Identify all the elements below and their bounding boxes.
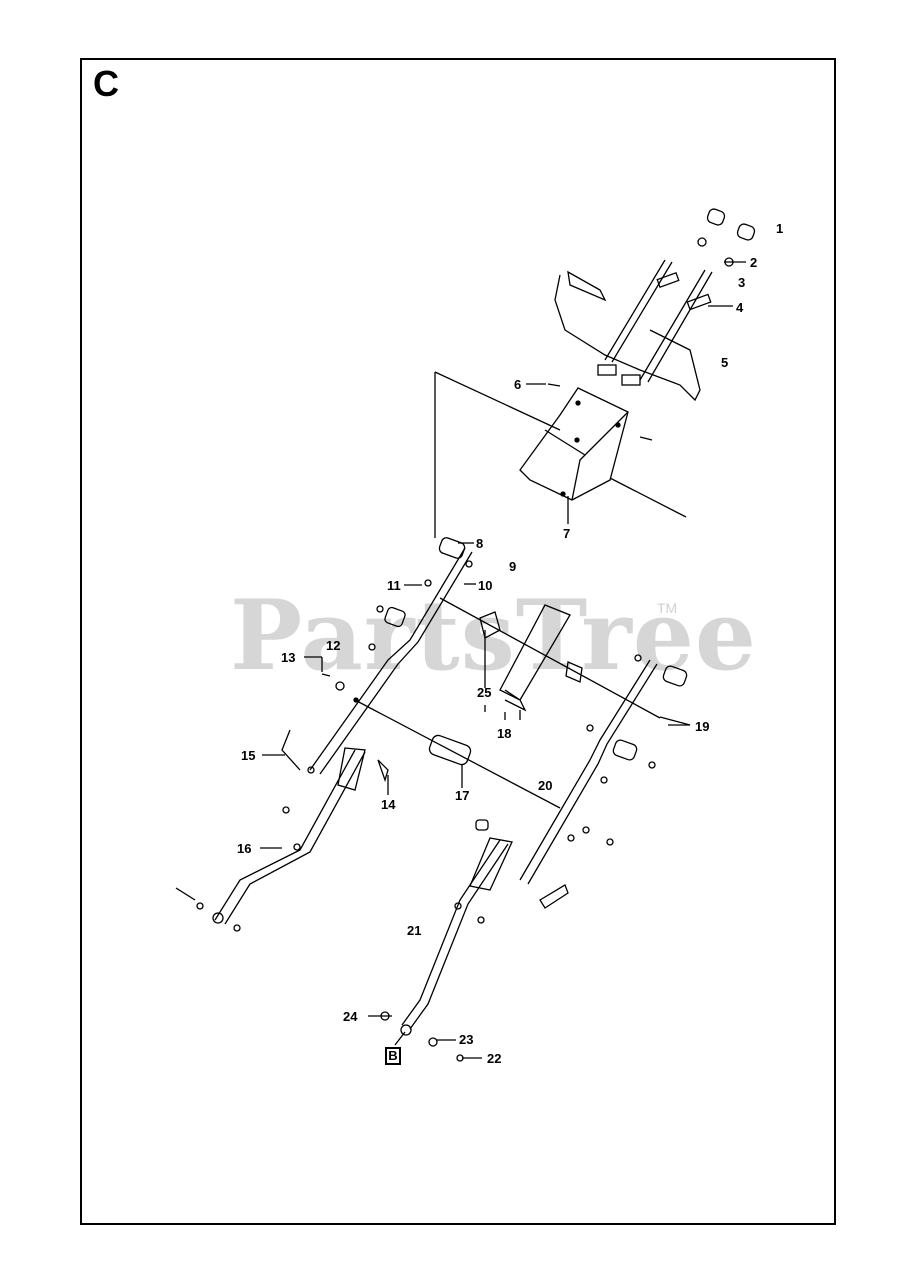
bushing-right-top xyxy=(662,665,688,687)
callout-12: 12 xyxy=(326,638,340,653)
pin-19 xyxy=(659,716,691,726)
callout-5: 5 xyxy=(721,355,728,370)
callout-9: 9 xyxy=(509,559,516,574)
tube-17 xyxy=(428,734,472,766)
callout-13: 13 xyxy=(281,650,295,665)
callout-20: 20 xyxy=(538,778,552,793)
callout-14: 14 xyxy=(381,797,396,812)
knob-14 xyxy=(377,759,389,783)
callout-3: 3 xyxy=(738,275,745,290)
callout-22: 22 xyxy=(487,1051,501,1066)
callout-8: 8 xyxy=(476,536,483,551)
callout-23: 23 xyxy=(459,1032,473,1047)
callout-2: 2 xyxy=(750,255,757,270)
callout-21: 21 xyxy=(407,923,421,938)
lower-left-rail xyxy=(214,749,366,925)
lever-lower-right xyxy=(539,884,569,909)
callout-labels: 1 2 3 4 5 6 7 8 9 10 11 12 13 14 15 16 1… xyxy=(237,221,783,1066)
handle-shaft-left xyxy=(604,259,673,363)
callout-24: 24 xyxy=(343,1009,358,1024)
lower-right-rail xyxy=(401,839,509,1030)
callout-17: 17 xyxy=(455,788,469,803)
right-rail xyxy=(519,659,658,885)
callout-4: 4 xyxy=(736,300,744,315)
section-letter: C xyxy=(93,63,119,104)
callout-18: 18 xyxy=(497,726,511,741)
watermark-trademark: TM xyxy=(657,600,678,616)
callout-25: 25 xyxy=(477,685,491,700)
mount-bracket xyxy=(519,387,629,501)
guard-18 xyxy=(499,604,571,712)
partstree-watermark: PartsTree xyxy=(230,579,757,692)
callout-7: 7 xyxy=(563,526,570,541)
left-rail xyxy=(309,547,473,775)
bushing-8 xyxy=(438,537,466,559)
callout-15: 15 xyxy=(241,748,255,763)
knob-top-left xyxy=(706,208,726,226)
callout-11: 11 xyxy=(387,578,401,593)
handle-shaft-right xyxy=(639,269,713,383)
bushing-12 xyxy=(384,606,406,628)
lever-15 xyxy=(281,729,301,771)
handle-bar xyxy=(554,274,701,402)
callout-19: 19 xyxy=(695,719,709,734)
reference-box-b: B xyxy=(385,1047,401,1065)
diagram-frame xyxy=(80,58,836,1225)
callout-16: 16 xyxy=(237,841,251,856)
callout-6: 6 xyxy=(514,377,521,392)
callout-1: 1 xyxy=(776,221,783,236)
knob-top-right xyxy=(736,223,756,241)
callout-10: 10 xyxy=(478,578,492,593)
